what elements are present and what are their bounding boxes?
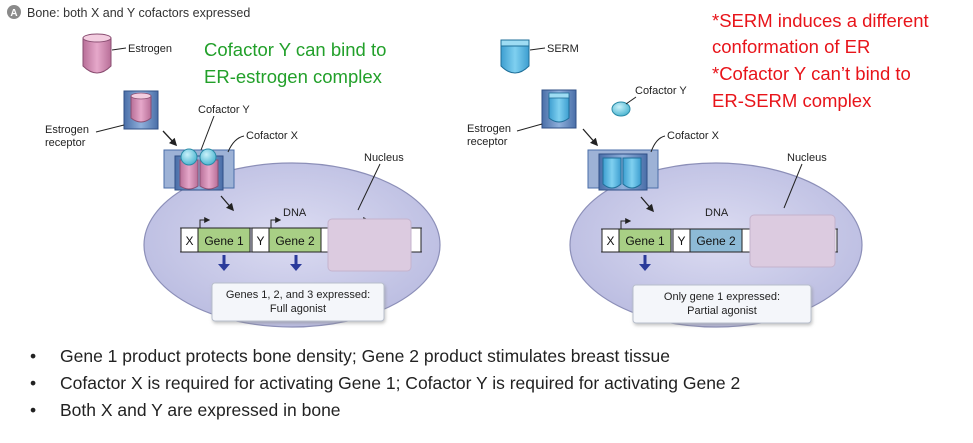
receptor-label-line2: receptor xyxy=(45,137,86,149)
bullet-item: • Both X and Y are expressed in bone xyxy=(30,397,740,424)
bullet-text: Both X and Y are expressed in bone xyxy=(60,400,341,420)
cofactor-x-label: Cofactor X xyxy=(246,130,299,142)
gene-box-y: Y xyxy=(677,234,685,248)
receptor-label-line2: receptor xyxy=(467,136,508,148)
receptor-label-line1: Estrogen xyxy=(45,124,89,136)
result-line1: Genes 1, 2, and 3 expressed: xyxy=(226,289,370,301)
bullet-item: • Gene 1 product protects bone density; … xyxy=(30,343,740,370)
bullet-item: • Cofactor X is required for activating … xyxy=(30,370,740,397)
bullet-text: Gene 1 product protects bone density; Ge… xyxy=(60,346,670,366)
result-box xyxy=(632,284,812,324)
panel-header: A Bone: both X and Y cofactors expressed xyxy=(7,5,250,20)
estrogen-receptor-icon xyxy=(541,89,577,129)
panel-badge-letter: A xyxy=(10,8,17,19)
cofactor-complex-icon xyxy=(587,149,659,191)
overlay-box xyxy=(749,214,836,268)
left-panel: Nucleus Estrogen Estrogen receptor xyxy=(45,33,441,328)
green-note-line1: Cofactor Y can bind to xyxy=(204,39,386,60)
estrogen-receptor-icon xyxy=(123,90,159,130)
cofactor-y-label: Cofactor Y xyxy=(635,85,687,97)
dna-label: DNA xyxy=(283,207,307,219)
serm-ligand-icon xyxy=(500,39,530,74)
cofactor-complex-icon xyxy=(163,148,235,191)
result-line1: Only gene 1 expressed: xyxy=(664,291,780,303)
red-note-line1: *SERM induces a different xyxy=(712,10,929,31)
gene-box-x: X xyxy=(185,234,193,248)
receptor-label-line1: Estrogen xyxy=(467,123,511,135)
result-line2: Partial agonist xyxy=(687,305,757,317)
panel-badge xyxy=(7,5,21,19)
bullet-dot: • xyxy=(30,373,37,393)
red-note-line4: ER-SERM complex xyxy=(712,90,872,111)
red-note-line3: *Cofactor Y can’t bind to xyxy=(712,63,911,84)
expression-arrow xyxy=(218,255,230,271)
estrogen-ligand-icon xyxy=(82,33,112,74)
bullet-list: • Gene 1 product protects bone density; … xyxy=(30,343,740,424)
expression-arrow xyxy=(639,255,651,271)
cofactor-x-label: Cofactor X xyxy=(667,130,720,142)
gene-box-y: Y xyxy=(256,234,264,248)
cofactor-y-icon xyxy=(611,101,631,117)
expression-arrow xyxy=(290,255,302,271)
estrogen-label: Estrogen xyxy=(128,43,172,55)
bullet-dot: • xyxy=(30,346,37,366)
bullet-dot: • xyxy=(30,400,37,420)
gene-box-gene1: Gene 1 xyxy=(204,234,244,248)
panel-title: Bone: both X and Y cofactors expressed xyxy=(27,6,250,20)
right-panel: Nucleus SERM Estrogen receptor Cofactor … xyxy=(467,10,929,328)
serm-label: SERM xyxy=(547,43,579,55)
cofactor-y-label: Cofactor Y xyxy=(198,104,250,116)
red-note-line2: conformation of ER xyxy=(712,36,870,57)
green-note-line2: ER-estrogen complex xyxy=(204,66,383,87)
gene-box-gene2: Gene 2 xyxy=(696,234,736,248)
dna-label: DNA xyxy=(705,207,729,219)
gene-box-x: X xyxy=(606,234,614,248)
nucleus-label: Nucleus xyxy=(787,152,827,164)
result-line2: Full agonist xyxy=(270,303,326,315)
overlay-box xyxy=(327,218,412,272)
nucleus-label: Nucleus xyxy=(364,152,404,164)
gene-box-gene1: Gene 1 xyxy=(625,234,665,248)
bullet-text: Cofactor X is required for activating Ge… xyxy=(60,373,741,393)
result-box xyxy=(211,282,385,322)
gene-box-gene2: Gene 2 xyxy=(275,234,315,248)
